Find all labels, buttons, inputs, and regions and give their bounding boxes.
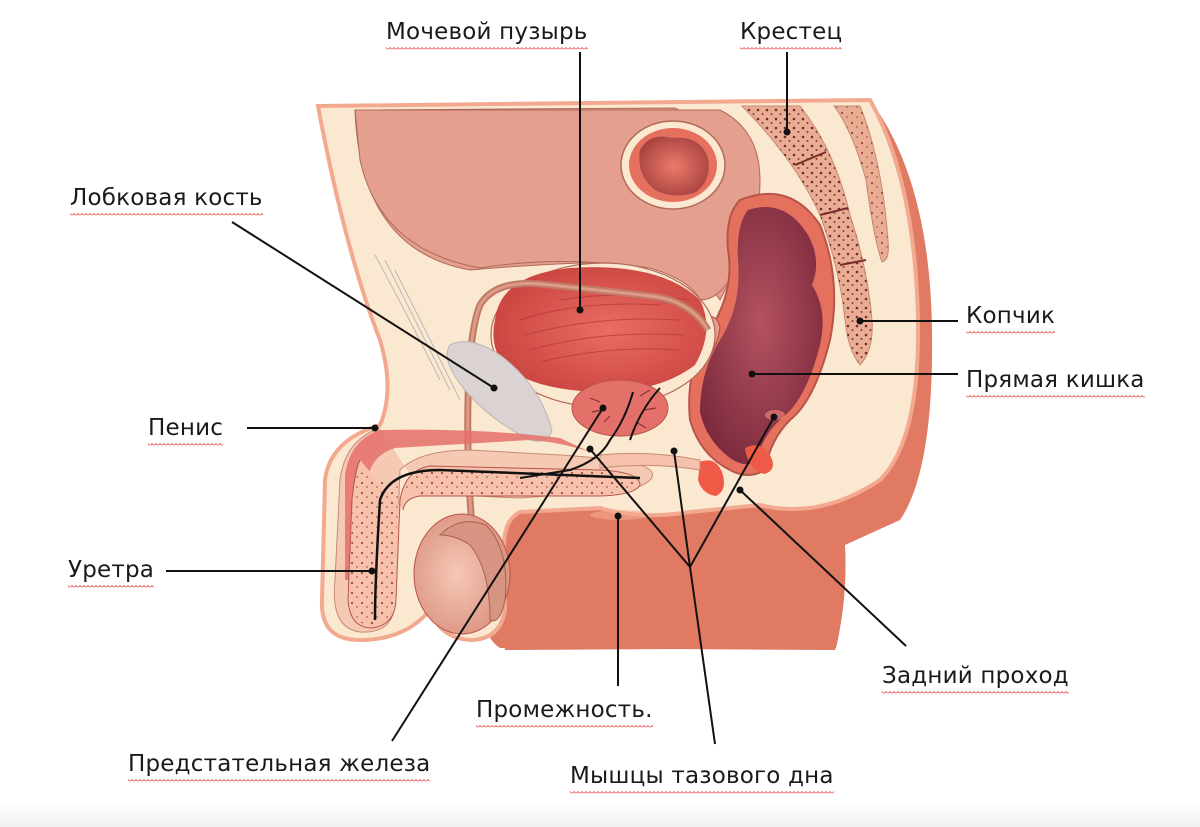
prostate-gland: [571, 379, 669, 437]
label-urethra: Уретра: [68, 557, 155, 589]
anal-sphincter: [698, 410, 785, 496]
label-sacrum: Крестец: [740, 19, 843, 51]
label-bladder: Мочевой пузырь: [386, 19, 588, 51]
leader-dots: [368, 128, 864, 575]
intestine-loop: [620, 120, 726, 210]
testis: [413, 513, 511, 635]
pubic-ligament-lines: [374, 254, 461, 401]
rectum: [688, 192, 836, 476]
label-prostate: Предстательная железа: [128, 751, 431, 783]
label-perineum: Промежность.: [476, 697, 653, 729]
label-penis: Пенис: [148, 415, 224, 447]
label-pelvic-floor-muscles: Мышцы тазового дна: [570, 763, 834, 795]
label-rectum: Прямая кишка: [966, 367, 1145, 399]
sacrum-bone: [740, 105, 889, 366]
leader-lines: [166, 52, 958, 745]
bottom-band: [0, 800, 1200, 827]
label-anus: Задний проход: [882, 663, 1069, 695]
label-pubic-bone: Лобковая кость: [70, 185, 263, 217]
label-coccyx: Копчик: [966, 303, 1056, 335]
penis: [333, 427, 653, 633]
urethra-line: [519, 391, 634, 479]
